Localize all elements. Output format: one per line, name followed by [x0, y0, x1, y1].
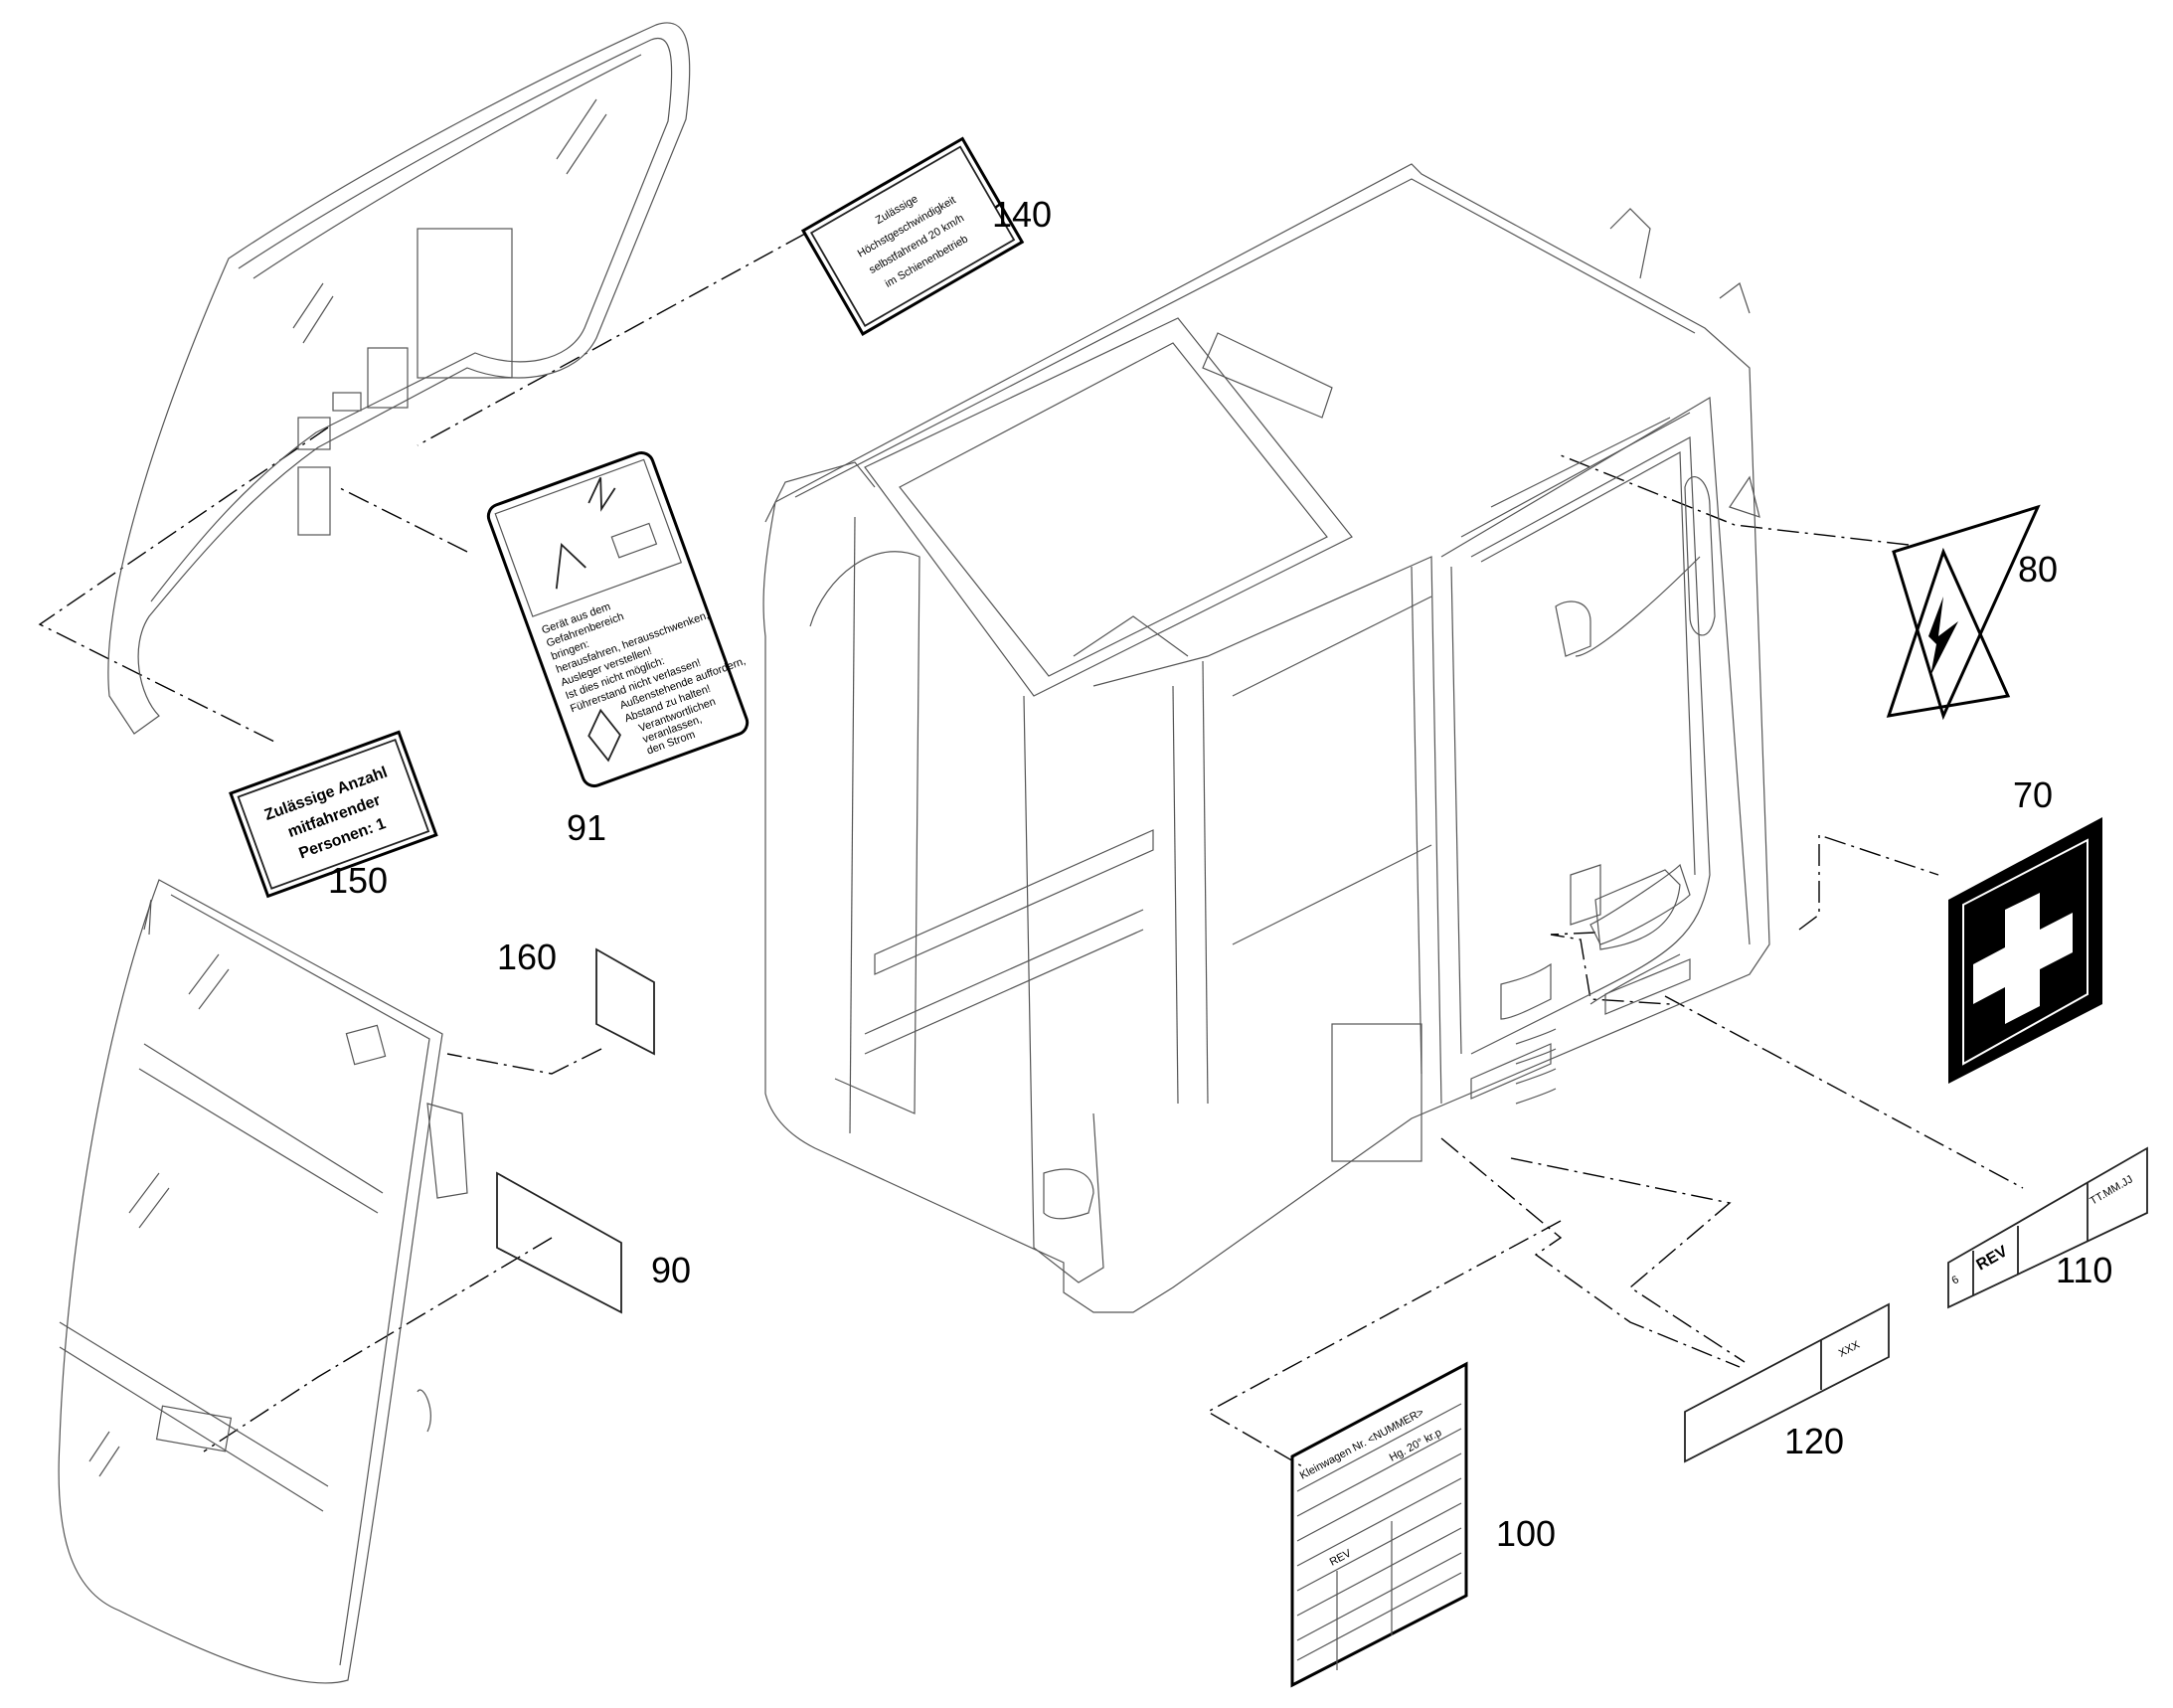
callout-150: 150 [328, 860, 388, 901]
lightning-icon [555, 476, 616, 590]
cab-door [58, 879, 468, 1684]
leader-160 [446, 1048, 602, 1075]
label-110-six: 6 [1950, 1274, 1961, 1286]
label-area-100 [1331, 1023, 1422, 1162]
leader-lines [38, 233, 2024, 1467]
callout-100: 100 [1496, 1513, 1556, 1554]
label-70 [1948, 817, 2102, 1084]
label-140: Zulässige Höchstgeschwindigkeit selbstfa… [800, 136, 1025, 336]
label-120-xxx: XXX [1837, 1338, 1863, 1359]
leader-80 [1560, 454, 1910, 546]
callout-160: 160 [497, 937, 557, 977]
leader-91 [337, 486, 468, 553]
leader-panel [1550, 932, 1671, 1005]
leader-100 [1440, 1137, 1741, 1368]
leader-150 [38, 427, 329, 745]
callout-120: 120 [1784, 1421, 1844, 1461]
windshield-glass [107, 22, 691, 735]
leader-110 [1664, 995, 2024, 1189]
label-160 [595, 947, 655, 1056]
lightning-icon [1928, 597, 1958, 676]
callout-70: 70 [2013, 774, 2053, 815]
cross-icon [1973, 893, 2073, 1024]
label-110: 6 REV TT.MM.JJ [1947, 1146, 2148, 1309]
label-100: Kleinwagen Nr. <NUMMER> REV Hg. 20° kr.p [1290, 1361, 1468, 1688]
label-90 [496, 1171, 622, 1314]
callout-80: 80 [2018, 549, 2058, 590]
leader-140 [417, 233, 806, 446]
cab-body [762, 163, 1770, 1313]
label-110-rev: REV [1974, 1243, 2011, 1274]
callout-140: 140 [992, 194, 1052, 235]
label-80 [1729, 475, 2041, 721]
callout-110: 110 [2056, 1250, 2112, 1290]
label-100-rev: REV [1328, 1547, 1354, 1569]
callout-90: 90 [651, 1250, 691, 1290]
callout-91: 91 [567, 807, 606, 848]
leader-90 [203, 1237, 553, 1452]
leader-120 [1510, 1157, 1746, 1363]
label-91: Gerät aus dem Gefahrenbereich bringen: h… [486, 451, 750, 788]
leader-70 [1798, 834, 1939, 931]
